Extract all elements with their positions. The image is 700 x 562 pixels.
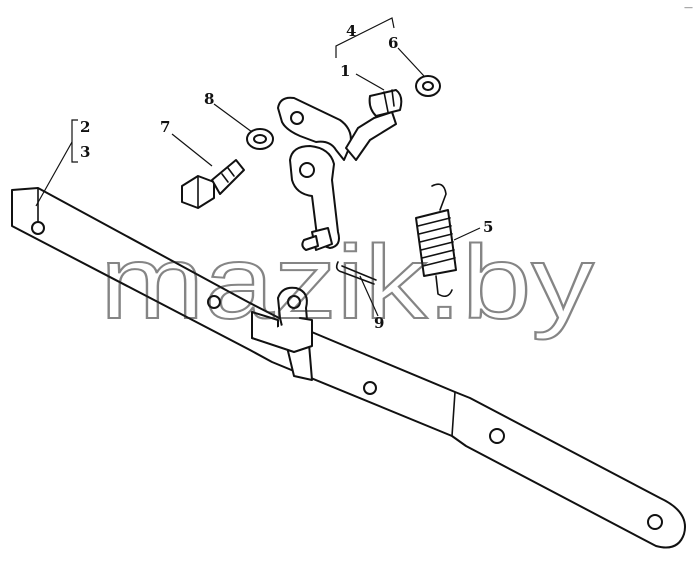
leader-4-bracket <box>335 17 395 58</box>
leader-8 <box>213 103 253 133</box>
leader-lines <box>35 17 481 317</box>
callout-2: 2 <box>80 118 90 136</box>
callout-7: 7 <box>160 118 170 136</box>
bolt <box>181 159 245 209</box>
watermark: mazik.by <box>100 225 594 341</box>
callout-1: 1 <box>340 62 350 80</box>
callouts: 1 2 3 4 5 6 7 8 9 <box>80 22 493 332</box>
callout-9: 9 <box>374 314 384 332</box>
callout-4: 4 <box>346 22 356 40</box>
pivot-arm-hole-top <box>290 111 304 125</box>
leader-1 <box>355 73 385 91</box>
lever-bar <box>11 187 686 549</box>
callout-8: 8 <box>204 90 214 108</box>
corner-mark: — <box>684 3 693 13</box>
leader-7 <box>171 133 213 167</box>
leader-6 <box>397 47 425 77</box>
washer-6 <box>415 75 441 97</box>
tension-spring <box>415 183 457 298</box>
clamp-hole <box>287 295 301 309</box>
callout-3: 3 <box>80 143 90 161</box>
leader-9 <box>359 275 379 317</box>
callout-5: 5 <box>483 218 493 236</box>
leader-2-3-bracket <box>71 119 78 163</box>
washer-8 <box>246 128 274 150</box>
leader-5 <box>453 227 481 241</box>
cotter-pin <box>335 261 377 285</box>
clamp-bracket <box>251 286 313 381</box>
bar-hole-end-right <box>647 514 663 530</box>
bar-hole-1 <box>207 295 221 309</box>
bar-hole-2 <box>363 381 377 395</box>
pivot-arm-hole-mid <box>299 162 315 178</box>
bar-hole-end-left <box>31 221 45 235</box>
pivot-arm <box>277 89 403 251</box>
bar-hole-3 <box>489 428 505 444</box>
leader-2-3 <box>35 141 73 207</box>
callout-6: 6 <box>388 34 398 52</box>
